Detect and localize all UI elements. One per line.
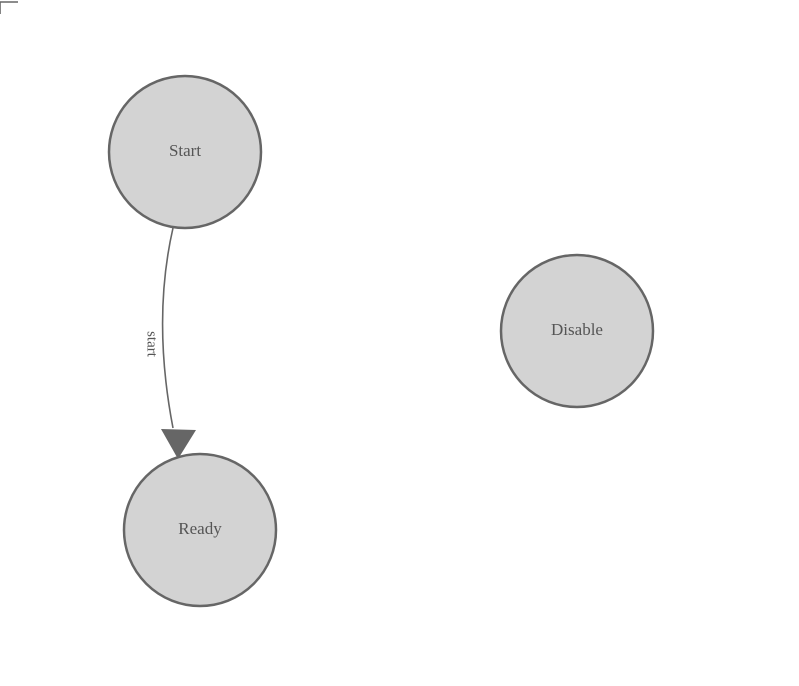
arrowhead-icon bbox=[161, 429, 196, 459]
state-node-start[interactable]: Start bbox=[107, 74, 263, 230]
edge-label-start: start bbox=[144, 331, 160, 358]
state-label-ready: Ready bbox=[178, 519, 222, 538]
edge-start-to-ready[interactable]: start bbox=[144, 227, 196, 459]
state-node-disable[interactable]: Disable bbox=[499, 253, 655, 409]
state-circle-start[interactable] bbox=[107, 74, 263, 230]
state-circle-ready[interactable] bbox=[122, 452, 278, 608]
canvas-corner-bracket-icon bbox=[0, 1, 18, 14]
state-node-ready[interactable]: Ready bbox=[122, 452, 278, 608]
state-circle-disable[interactable] bbox=[499, 253, 655, 409]
state-label-disable: Disable bbox=[551, 320, 603, 339]
state-label-start: Start bbox=[169, 141, 201, 160]
edge-path[interactable] bbox=[161, 227, 174, 429]
